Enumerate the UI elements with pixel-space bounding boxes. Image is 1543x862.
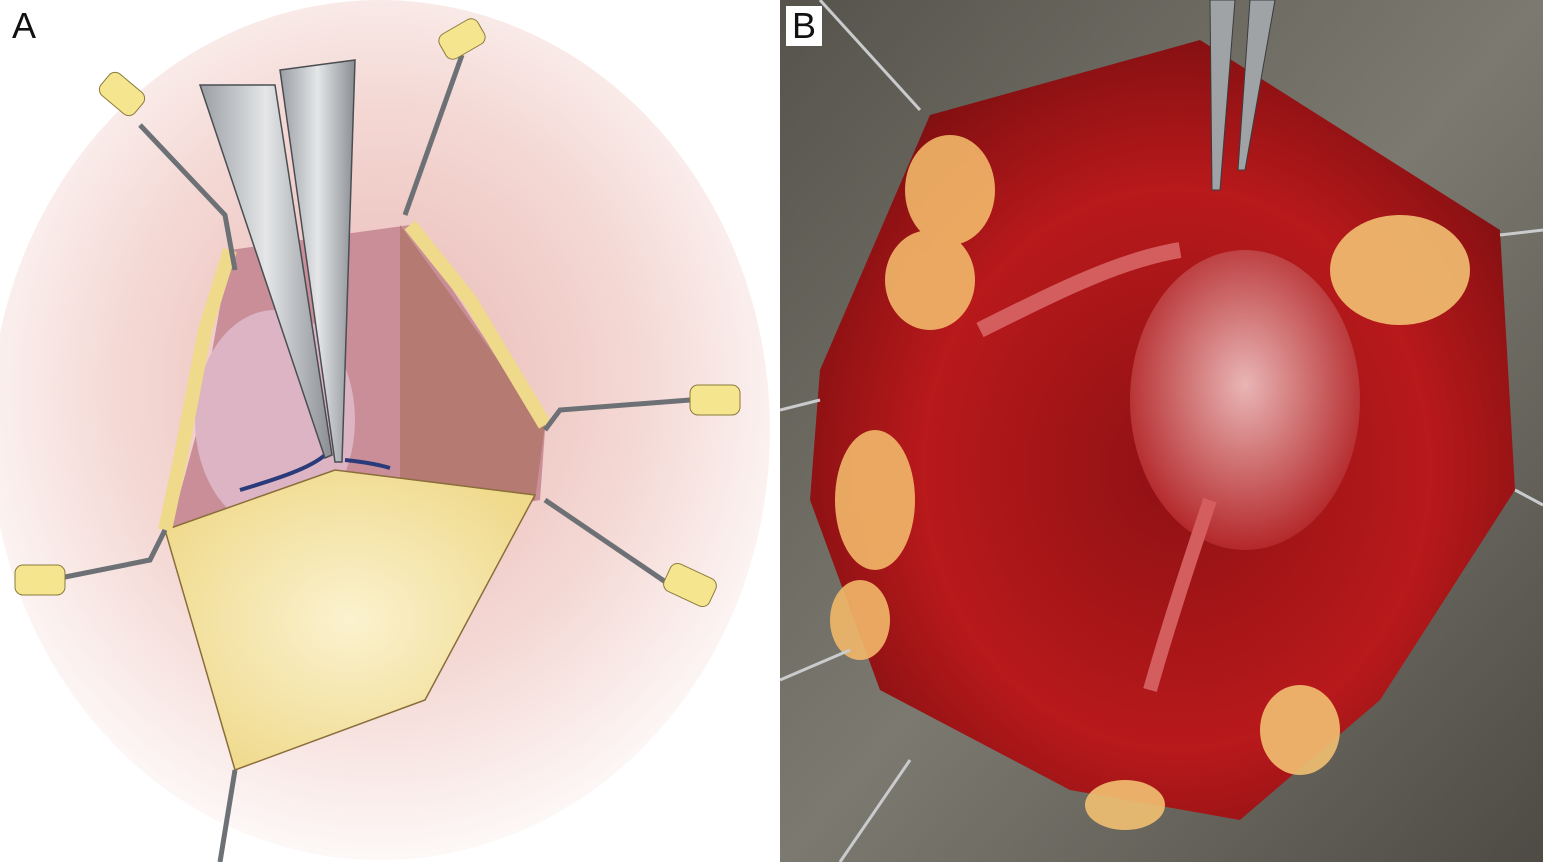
fat-edge-right <box>404 220 552 429</box>
forceps <box>1237 0 1276 171</box>
panel-label-b: B <box>786 6 823 46</box>
forceps-right-blade <box>279 59 356 463</box>
retractor-upper-right <box>402 18 486 216</box>
retractor-right-upper <box>543 384 741 432</box>
forceps <box>1209 0 1236 191</box>
tissue-band <box>976 242 1182 338</box>
retractor-upper-left <box>98 71 238 271</box>
illustration-canvas <box>0 0 770 862</box>
panel-b-photograph: B <box>780 0 1543 862</box>
photograph-canvas <box>780 0 1543 862</box>
retractor-wires <box>780 0 1543 862</box>
retractor-right-lower <box>543 497 717 608</box>
tissue-band <box>1143 497 1217 692</box>
forceps-left-blade <box>198 84 333 460</box>
panel-label-a: A <box>6 6 43 46</box>
muscle-wall <box>400 225 545 525</box>
suture-line <box>239 453 391 492</box>
retractor-left <box>14 528 168 596</box>
fat-edge-left <box>158 247 237 532</box>
fat-pad <box>164 469 537 771</box>
fat-globules-left <box>830 135 995 660</box>
retractor-bottom <box>217 769 238 862</box>
central-mass <box>1130 250 1360 550</box>
panel-a-illustration: A <box>0 0 770 862</box>
fat-globules-right <box>1085 215 1470 830</box>
